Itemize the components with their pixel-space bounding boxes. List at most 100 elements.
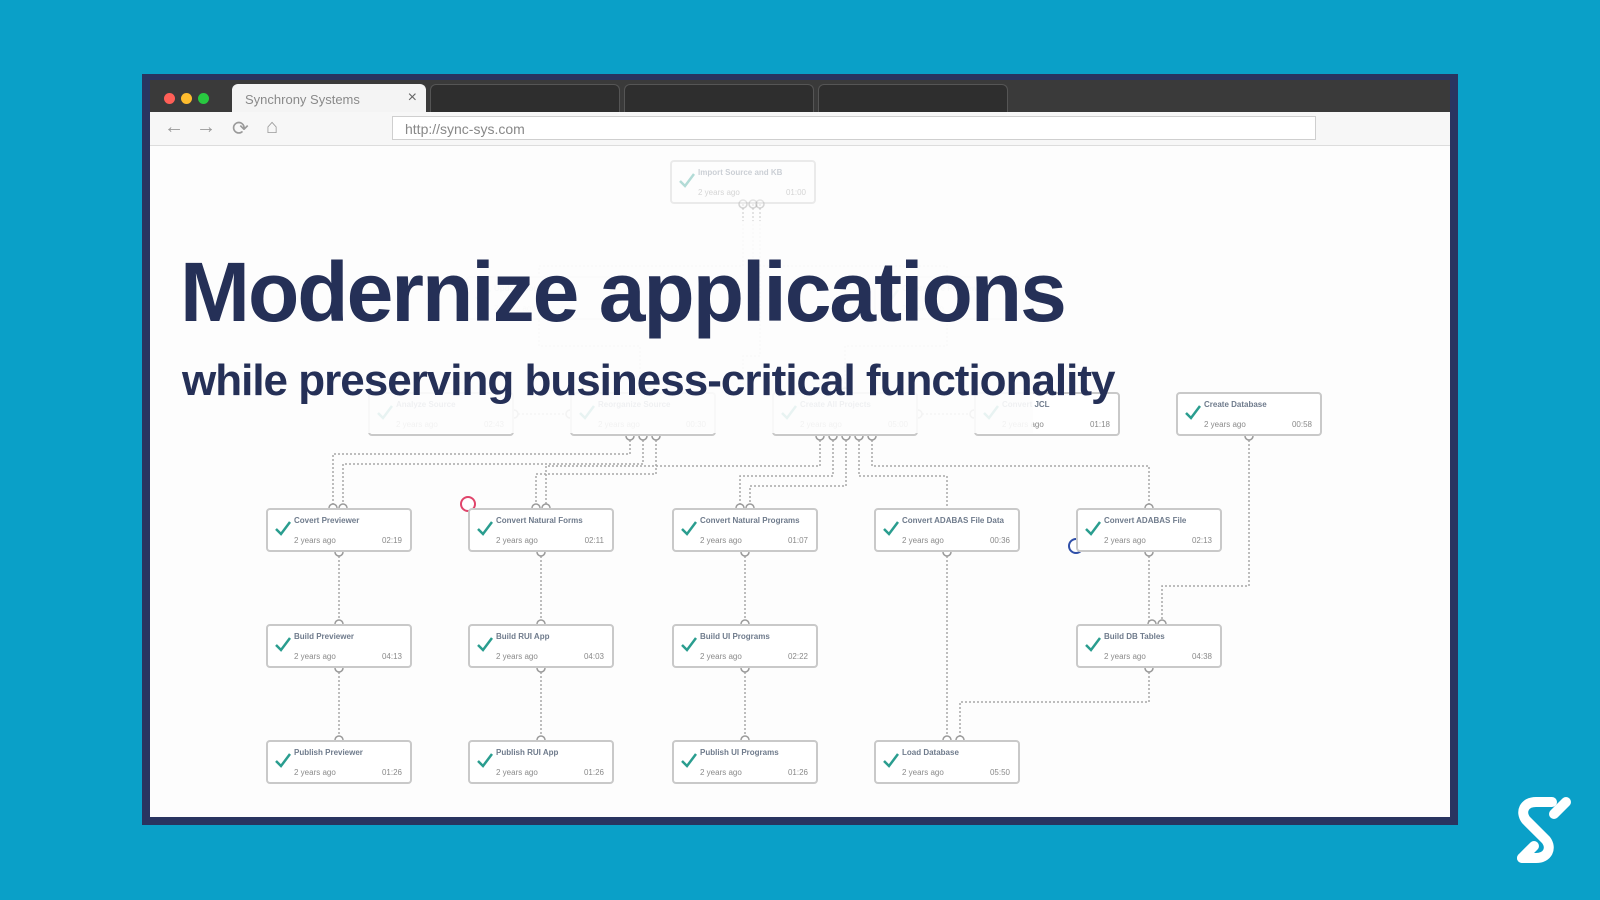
node-age: 2 years ago [294,768,336,777]
connector-line [959,668,1150,740]
node-title: Publish Previewer [294,748,363,757]
tab-bar: Synchrony Systems × [150,80,1450,112]
workflow-node-forms[interactable]: Convert Natural Forms 2 years ago 02:11 [468,508,614,552]
workflow-node-pubui[interactable]: Publish UI Programs 2 years ago 01:26 [672,740,818,784]
node-title: Convert Natural Forms [496,516,583,525]
node-title: Convert ADABAS File Data [902,516,1004,525]
node-duration: 01:26 [787,768,808,777]
node-title: Covert Previewer [294,516,360,525]
workflow-node-adabasdata[interactable]: Convert ADABAS File Data 2 years ago 00:36 [874,508,1020,552]
node-duration: 02:19 [381,536,402,545]
node-title: Convert Natural Programs [700,516,800,525]
connector-line [749,436,847,508]
page-headline: Modernize applications [180,245,1067,339]
minimize-window-button[interactable] [181,93,192,104]
browser-window: Synchrony Systems × ← → ⟳ ⌂ http://sync-… [142,74,1458,825]
node-title: Publish RUI App [496,748,559,757]
connector-port [755,199,765,209]
node-duration: 05:50 [989,768,1010,777]
home-icon[interactable]: ⌂ [266,116,279,138]
workflow-node-createdb[interactable]: Create Database 2 years ago 00:58 [1176,392,1322,436]
workflow-node-covert[interactable]: Covert Previewer 2 years ago 02:19 [266,508,412,552]
node-duration: 00:58 [1291,420,1312,429]
reload-icon[interactable]: ⟳ [232,118,249,140]
close-window-button[interactable] [164,93,175,104]
workflow-node-import[interactable]: Import Source and KB 2 years ago 01:00 [670,160,816,204]
node-age: 2 years ago [294,652,336,661]
headline-backdrop [165,221,1033,433]
node-age: 2 years ago [698,188,740,197]
node-duration: 02:11 [584,536,604,545]
checkmark-icon [681,521,697,536]
checkmark-icon [477,753,493,768]
back-arrow-icon[interactable]: ← [164,116,184,138]
node-age: 2 years ago [496,768,538,777]
node-age: 2 years ago [496,652,538,661]
node-title: Build Previewer [294,632,355,641]
connector-line [739,436,834,508]
tab-title: Synchrony Systems [245,92,360,107]
node-duration: 01:26 [381,768,402,777]
node-title: Build RUI App [496,632,550,641]
node-duration: 02:22 [787,652,808,661]
tab-empty-2[interactable] [624,84,814,112]
address-bar[interactable]: http://sync-sys.com [392,116,1316,140]
node-title: Load Database [902,748,959,757]
node-duration: 04:38 [1191,652,1212,661]
node-duration: 01:26 [583,768,604,777]
connector-line [871,436,1150,508]
node-duration: 01:18 [1089,420,1110,429]
tab-synchrony-systems[interactable]: Synchrony Systems × [232,84,426,112]
checkmark-icon [477,521,493,536]
node-duration: 04:13 [381,652,402,661]
node-age: 2 years ago [1204,420,1246,429]
connector-line [332,436,631,508]
node-age: 2 years ago [700,652,742,661]
node-duration: 01:00 [785,188,806,197]
node-age: 2 years ago [294,536,336,545]
checkmark-icon [883,753,899,768]
connector-line [1161,436,1250,624]
close-tab-icon[interactable]: × [407,89,417,106]
node-age: 2 years ago [496,536,538,545]
page-subheadline: while preserving business-critical funct… [182,356,1115,405]
connector-line [545,436,821,508]
forward-arrow-icon[interactable]: → [196,116,216,138]
connector-port [748,199,758,209]
node-title: Build UI Programs [700,632,770,641]
workflow-node-pubrui[interactable]: Publish RUI App 2 years ago 01:26 [468,740,614,784]
node-duration: 04:03 [583,652,604,661]
checkmark-icon [275,753,291,768]
workflow-node-buildui[interactable]: Build UI Programs 2 years ago 02:22 [672,624,818,668]
checkmark-icon [679,173,695,188]
connector-line [858,436,948,508]
node-title: Convert ADABAS File [1104,516,1187,525]
maximize-window-button[interactable] [198,93,209,104]
node-age: 2 years ago [700,536,742,545]
node-duration: 00:36 [989,536,1010,545]
node-title: Import Source and KB [698,168,783,177]
checkmark-icon [681,753,697,768]
node-age: 2 years ago [902,536,944,545]
node-title: Publish UI Programs [700,748,779,757]
checkmark-icon [477,637,493,652]
navigation-bar: ← → ⟳ ⌂ http://sync-sys.com [150,112,1450,146]
workflow-node-pubprev[interactable]: Publish Previewer 2 years ago 01:26 [266,740,412,784]
workflow-node-buildrui[interactable]: Build RUI App 2 years ago 04:03 [468,624,614,668]
checkmark-icon [275,521,291,536]
synchrony-s-logo-icon [1517,797,1571,863]
node-title: Create Database [1204,400,1267,409]
connector-line [342,436,644,508]
node-age: 2 years ago [700,768,742,777]
tab-empty-3[interactable] [818,84,1008,112]
workflow-node-buildprev[interactable]: Build Previewer 2 years ago 04:13 [266,624,412,668]
connector-line [535,436,657,508]
connector-port [738,199,748,209]
node-age: 2 years ago [1104,652,1146,661]
tab-empty-1[interactable] [430,84,620,112]
checkmark-icon [681,637,697,652]
